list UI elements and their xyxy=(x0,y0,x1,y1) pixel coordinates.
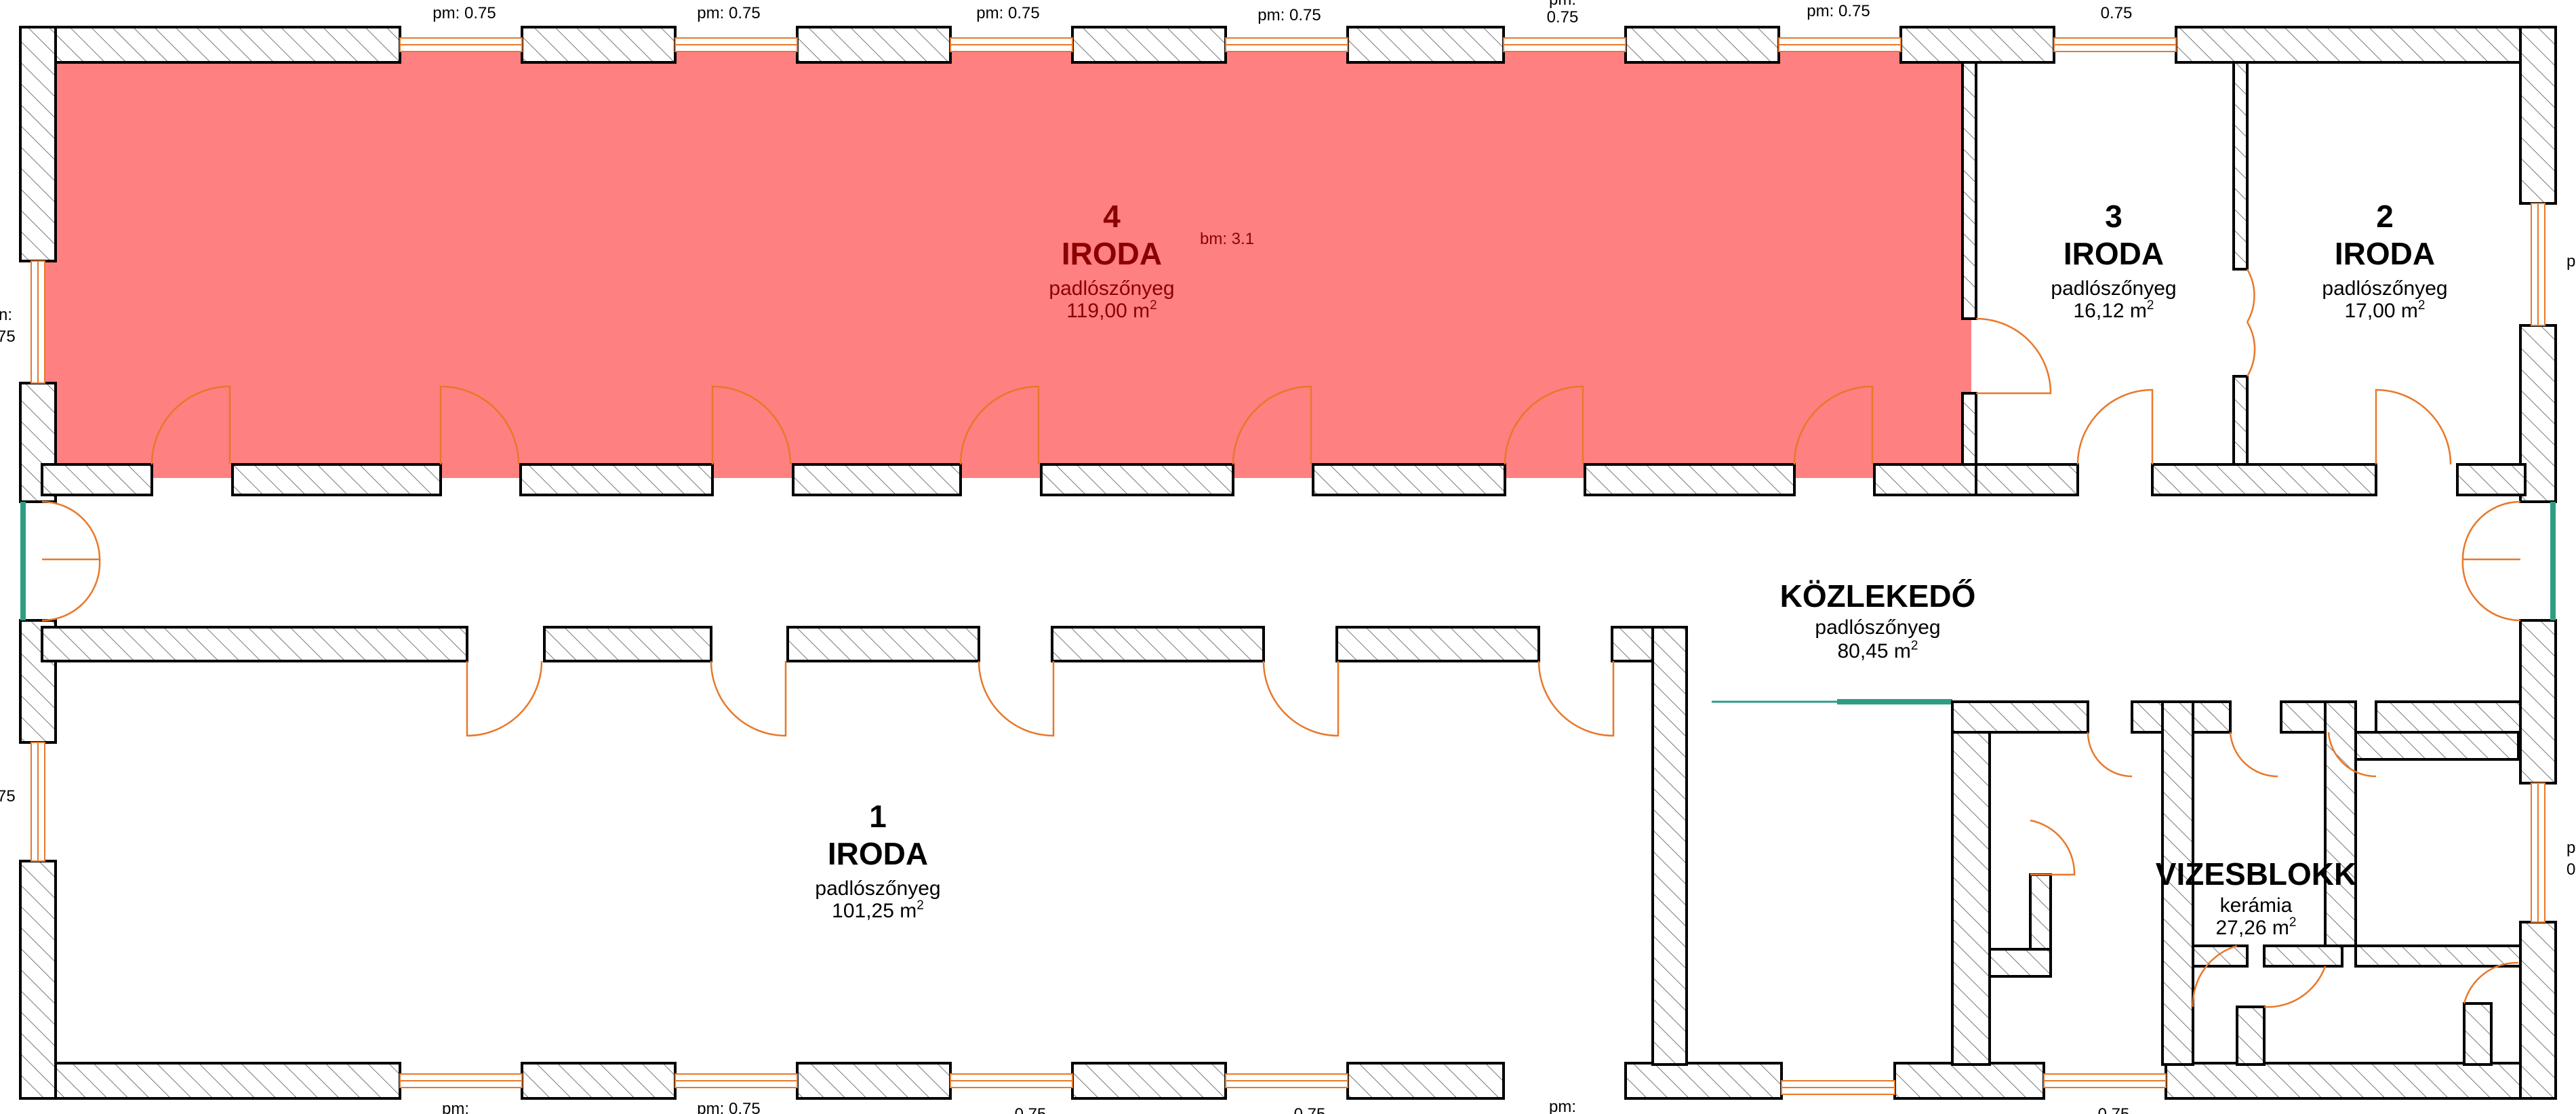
outer-wall-left xyxy=(19,26,57,1100)
parapet-label: pm: xyxy=(1549,1098,1576,1114)
room-type: IRODA xyxy=(828,836,928,871)
svg-text:27,26 m2: 27,26 m2 xyxy=(2216,915,2297,939)
room-3-label[interactable]: 3 IRODA padlószőnyeg 16,12 m2 xyxy=(2051,199,2176,322)
room-number: 1 xyxy=(869,799,887,834)
parapet-label: 0.75 xyxy=(1547,8,1579,26)
room-area: 17,00 m xyxy=(2345,300,2418,322)
room-area: 80,45 m xyxy=(1838,640,1911,662)
svg-text:16,12 m2: 16,12 m2 xyxy=(2074,298,2154,322)
parapet-label: pm: xyxy=(442,1100,469,1114)
room-type: IRODA xyxy=(1062,236,1162,271)
parapet-label: pm: 0.75 xyxy=(432,4,496,22)
area-superscript: 2 xyxy=(1911,639,1918,653)
area-superscript: 2 xyxy=(2289,915,2297,930)
parapet-labels-bottom: pm: pm: 0.75 0.75 0.75 pm: 0.75 xyxy=(442,1098,2129,1114)
room-number: 3 xyxy=(2105,199,2122,234)
wc-block-walls xyxy=(1951,700,2522,1066)
doors xyxy=(41,268,2521,1008)
room-type: IRODA xyxy=(2335,236,2435,271)
parapet-label: 0.75 xyxy=(2098,1105,2130,1114)
svg-text:119,00 m2: 119,00 m2 xyxy=(1066,298,1156,322)
area-superscript: 2 xyxy=(2418,298,2426,313)
room-1-label[interactable]: 1 IRODA padlószőnyeg 101,25 m2 xyxy=(815,799,940,922)
parapet-label: 0.75 xyxy=(2101,4,2133,22)
parapet-label: pm: xyxy=(1549,0,1576,9)
svg-text:80,45 m2: 80,45 m2 xyxy=(1838,639,1918,662)
outer-wall-top xyxy=(19,26,2557,64)
room-material: kerámia xyxy=(2220,894,2293,917)
parapet-labels-top: pm: 0.75 pm: 0.75 pm: 0.75 pm: 0.75 pm: … xyxy=(432,0,2132,26)
svg-text:17,00 m2: 17,00 m2 xyxy=(2345,298,2426,322)
windows-top xyxy=(399,37,2177,52)
parapet-label: n: xyxy=(0,306,12,324)
room-type: IRODA xyxy=(2064,236,2164,271)
parapet-label: p xyxy=(2567,252,2575,271)
room-type: VIZESBLOKK xyxy=(2156,856,2356,892)
room-area: 16,12 m xyxy=(2074,300,2147,322)
parapet-label: 0.75 xyxy=(1015,1105,1047,1114)
parapet-label: pm: 0.75 xyxy=(1807,2,1870,20)
room-4-label[interactable]: 4 IRODA padlószőnyeg 119,00 m2 bm: 3.1 xyxy=(1049,199,1254,322)
room-material: padlószőnyeg xyxy=(1049,277,1174,300)
room-area: 27,26 m xyxy=(2216,917,2289,939)
room-2-label[interactable]: 2 IRODA padlószőnyeg 17,00 m2 xyxy=(2322,199,2447,322)
area-superscript: 2 xyxy=(1150,298,1157,313)
area-superscript: 2 xyxy=(2147,298,2154,313)
wc-label[interactable]: VIZESBLOKK kerámia 27,26 m2 xyxy=(2156,856,2356,939)
corridor-south-wall xyxy=(41,626,1688,1066)
parapet-label: 0.75 xyxy=(1294,1105,1326,1114)
room-type: KÖZLEKEDŐ xyxy=(1780,578,1976,614)
room-area: 101,25 m xyxy=(832,900,917,922)
windows-bottom xyxy=(399,1073,2167,1095)
room-material: padlószőnyeg xyxy=(1815,616,1940,639)
room-4-highlight[interactable] xyxy=(42,51,1971,478)
parapet-label: 0 xyxy=(2567,860,2575,879)
room-material: padlószőnyeg xyxy=(2051,277,2176,300)
room-material: padlószőnyeg xyxy=(2322,277,2447,300)
corridor-label[interactable]: KÖZLEKEDŐ padlószőnyeg 80,45 m2 xyxy=(1780,578,1976,662)
ceiling-height-label: bm: 3.1 xyxy=(1200,230,1254,248)
parapet-label: pm: 0.75 xyxy=(697,1100,760,1114)
parapet-label: pm: 0.75 xyxy=(1257,6,1321,24)
parapet-label: pm: 0.75 xyxy=(976,4,1039,22)
area-superscript: 2 xyxy=(917,898,924,913)
parapet-labels-left: n: 75 75 xyxy=(0,306,16,805)
parapet-label: p xyxy=(2567,839,2575,857)
parapet-label: 75 xyxy=(0,787,16,805)
room-partitions-top xyxy=(1961,61,2249,466)
room-number: 4 xyxy=(1103,199,1121,234)
svg-text:101,25 m2: 101,25 m2 xyxy=(832,898,924,922)
room-number: 2 xyxy=(2376,199,2394,234)
parapet-label: 75 xyxy=(0,327,16,346)
room-area: 119,00 m xyxy=(1066,300,1150,322)
corridor-north-wall xyxy=(41,463,2527,496)
room-material: padlószőnyeg xyxy=(815,877,940,900)
parapet-label: pm: 0.75 xyxy=(697,4,760,22)
parapet-labels-right: p p 0 xyxy=(2567,252,2575,879)
outer-wall-right xyxy=(2519,26,2557,1100)
